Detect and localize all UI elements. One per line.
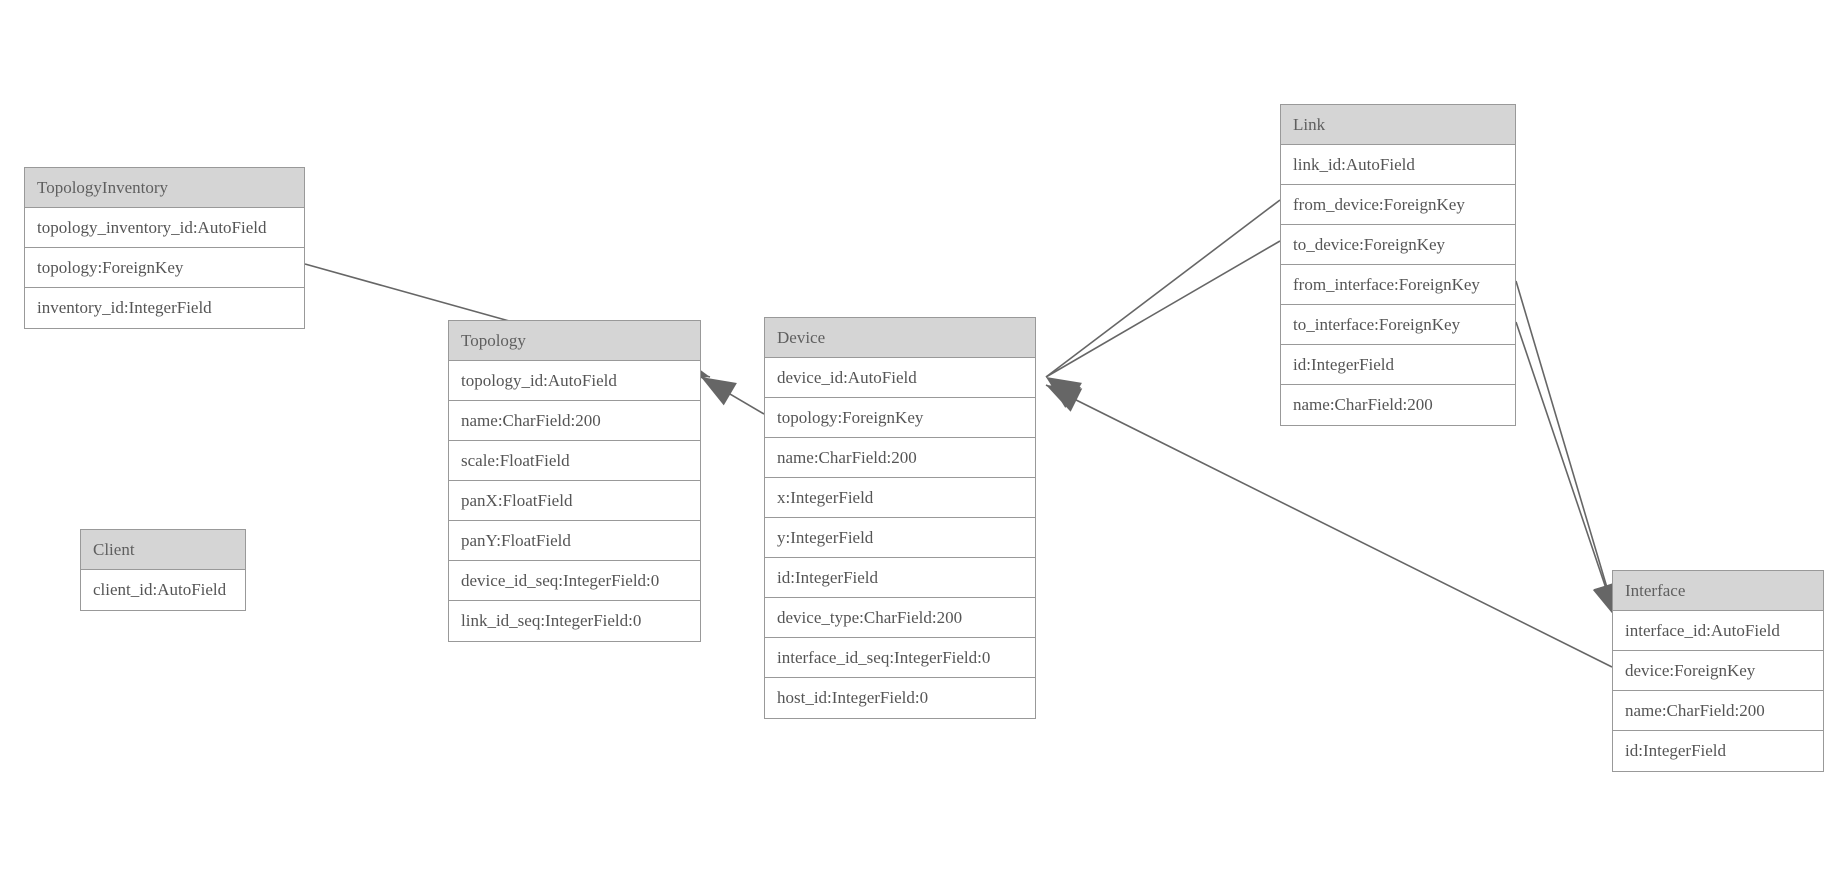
entity-field-row[interactable]: panX:FloatField [449,481,700,521]
entity-field-row[interactable]: id:IntegerField [1625,741,1727,760]
relationship-line-interface-device [1045,384,1613,668]
relationship-arrowhead-interface-device [1046,385,1083,412]
relationship-line-link-to-interface [1515,321,1617,619]
entity-field-row[interactable]: y:IntegerField [765,518,1035,558]
relationship-arrowhead-link-from-device [1046,377,1081,408]
entity-field-row[interactable]: x:IntegerField [765,478,1035,518]
entity-field-row[interactable]: id:IntegerField [1281,345,1515,385]
entity-field-row[interactable]: name:CharField:200 [449,401,700,441]
entity-client[interactable]: Client client_id:AutoField [80,529,246,611]
entity-field-row[interactable]: device:ForeignKey [1613,651,1823,691]
entity-field-row[interactable]: interface_id:AutoField [1613,611,1823,651]
entity-field-row[interactable]: topology_id:AutoField [449,361,700,401]
entity-field-row[interactable]: interface_id_seq:IntegerField:0 [765,638,1035,678]
relationship-line-device-topology [700,376,765,415]
entity-field-row[interactable]: id:IntegerField [765,558,1035,598]
entity-field-row[interactable]: name:CharField:200 [765,438,1035,478]
entity-field-row[interactable]: device_id_seq:IntegerField:0 [449,561,700,601]
relationship-line-link-from-device [1045,199,1281,378]
relationship-arrowhead-link-to-device [1046,377,1082,406]
entity-title-link: Link [1281,105,1515,145]
entity-field-row[interactable]: scale:FloatField [449,441,700,481]
entity-title-client: Client [81,530,245,570]
entity-field-row[interactable]: device_type:CharField:200 [765,598,1035,638]
entity-field-row[interactable]: name:CharField:200 [1613,691,1823,731]
entity-field-row[interactable]: inventory_id:IntegerField [37,298,212,317]
entity-field-row[interactable]: device_id:AutoField [765,358,1035,398]
entity-field-row[interactable]: to_interface:ForeignKey [1281,305,1515,345]
entity-field-row[interactable]: to_device:ForeignKey [1281,225,1515,265]
entity-field-row[interactable]: client_id:AutoField [93,580,227,599]
entity-field-row[interactable]: topology:ForeignKey [765,398,1035,438]
entity-field-row[interactable]: topology_inventory_id:AutoField [25,208,304,248]
entity-title-interface: Interface [1613,571,1823,611]
entity-field-row[interactable]: name:CharField:200 [1293,395,1433,414]
entity-field-row[interactable]: topology:ForeignKey [25,248,304,288]
entity-field-row[interactable]: host_id:IntegerField:0 [777,688,929,707]
entity-title-topology: Topology [449,321,700,361]
entity-field-row[interactable]: link_id:AutoField [1281,145,1515,185]
entity-title-device: Device [765,318,1035,358]
relationship-line-link-from-interface [1515,280,1617,619]
entity-field-row[interactable]: from_interface:ForeignKey [1281,265,1515,305]
relationship-line-link-to-device [1045,240,1281,378]
entity-field-row[interactable]: from_device:ForeignKey [1281,185,1515,225]
entity-field-row[interactable]: link_id_seq:IntegerField:0 [461,611,642,630]
entity-title-topology_inventory: TopologyInventory [25,168,304,208]
entity-field-row[interactable]: panY:FloatField [449,521,700,561]
